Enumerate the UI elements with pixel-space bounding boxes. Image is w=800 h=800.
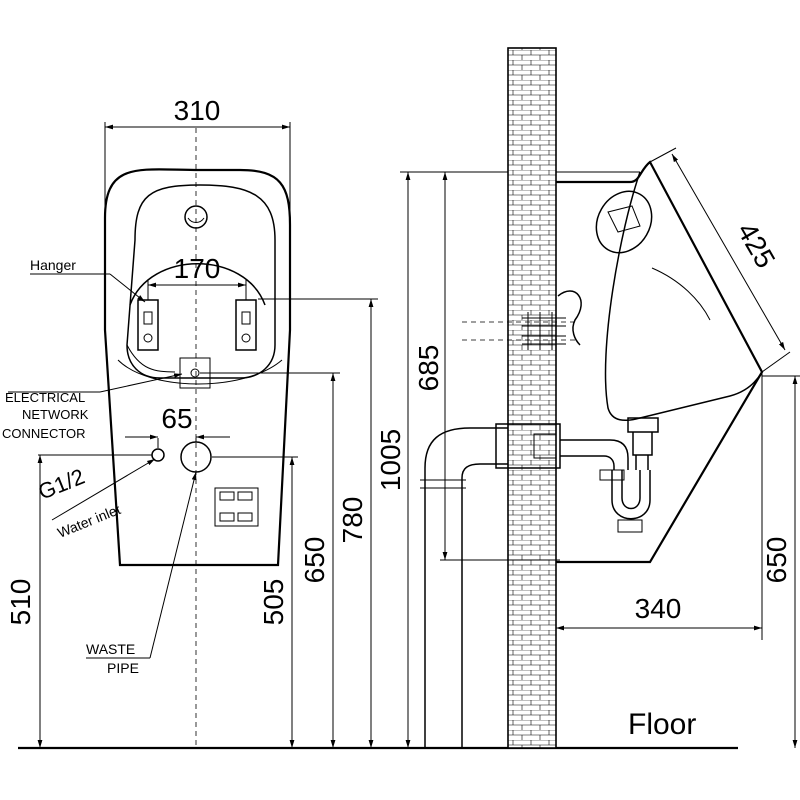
siphon-top xyxy=(627,417,659,433)
label-electrical-1: ELECTRICAL xyxy=(5,390,85,405)
label-waste-1: WASTE xyxy=(86,641,135,657)
dim-780: 780 xyxy=(337,497,368,544)
wall-pipe-sleeve xyxy=(495,423,561,469)
hanger-left xyxy=(137,299,159,351)
flush-spreader-inner xyxy=(187,217,205,223)
dim-310: 310 xyxy=(174,95,221,126)
dim-65: 65 xyxy=(161,403,192,434)
dim-425: 425 xyxy=(731,217,781,273)
label-waste-2: PIPE xyxy=(107,660,139,676)
flush-spreader-outer xyxy=(184,205,208,229)
front-view: 310 170 65 Hanger ELECTRICAL NETWORK CON… xyxy=(2,95,640,748)
brick-wall xyxy=(507,47,557,749)
siphon-body xyxy=(632,432,653,470)
dim-340: 340 xyxy=(635,593,682,624)
dim-650-side: 650 xyxy=(761,537,792,584)
label-g12: G1/2 xyxy=(35,464,89,505)
dim-505: 505 xyxy=(258,579,289,626)
front-fixing-detail xyxy=(214,487,259,527)
side-flush-inlet xyxy=(595,190,653,254)
front-body-outline xyxy=(103,168,292,567)
front-bowl-lip-inner xyxy=(126,344,176,373)
front-bowl-inner xyxy=(126,184,276,379)
side-bowl-curve xyxy=(604,171,763,422)
waste-pipe-bend-inner xyxy=(461,463,508,748)
dim-1005: 1005 xyxy=(375,429,406,491)
hanger-arc xyxy=(129,263,266,306)
label-floor: Floor xyxy=(628,708,696,741)
side-view: 685 425 340 xyxy=(413,47,800,749)
dim-170: 170 xyxy=(174,253,221,284)
dim-510: 510 xyxy=(5,579,36,626)
dim-650-front: 650 xyxy=(299,537,330,584)
front-bowl-lip xyxy=(117,359,283,385)
hanger-right xyxy=(235,299,257,351)
label-hanger: Hanger xyxy=(30,257,76,273)
waste-pipe-bend xyxy=(424,427,508,748)
label-electrical-2: NETWORK xyxy=(22,407,89,422)
electrical-connector-dot xyxy=(190,368,200,378)
label-water-inlet: Water inlet xyxy=(55,501,123,541)
siphon-outlet xyxy=(560,439,629,470)
label-electrical-3: CONNECTOR xyxy=(2,426,86,441)
side-body-outline xyxy=(556,160,764,564)
siphon-trap xyxy=(611,470,651,520)
dim-685: 685 xyxy=(413,345,444,392)
